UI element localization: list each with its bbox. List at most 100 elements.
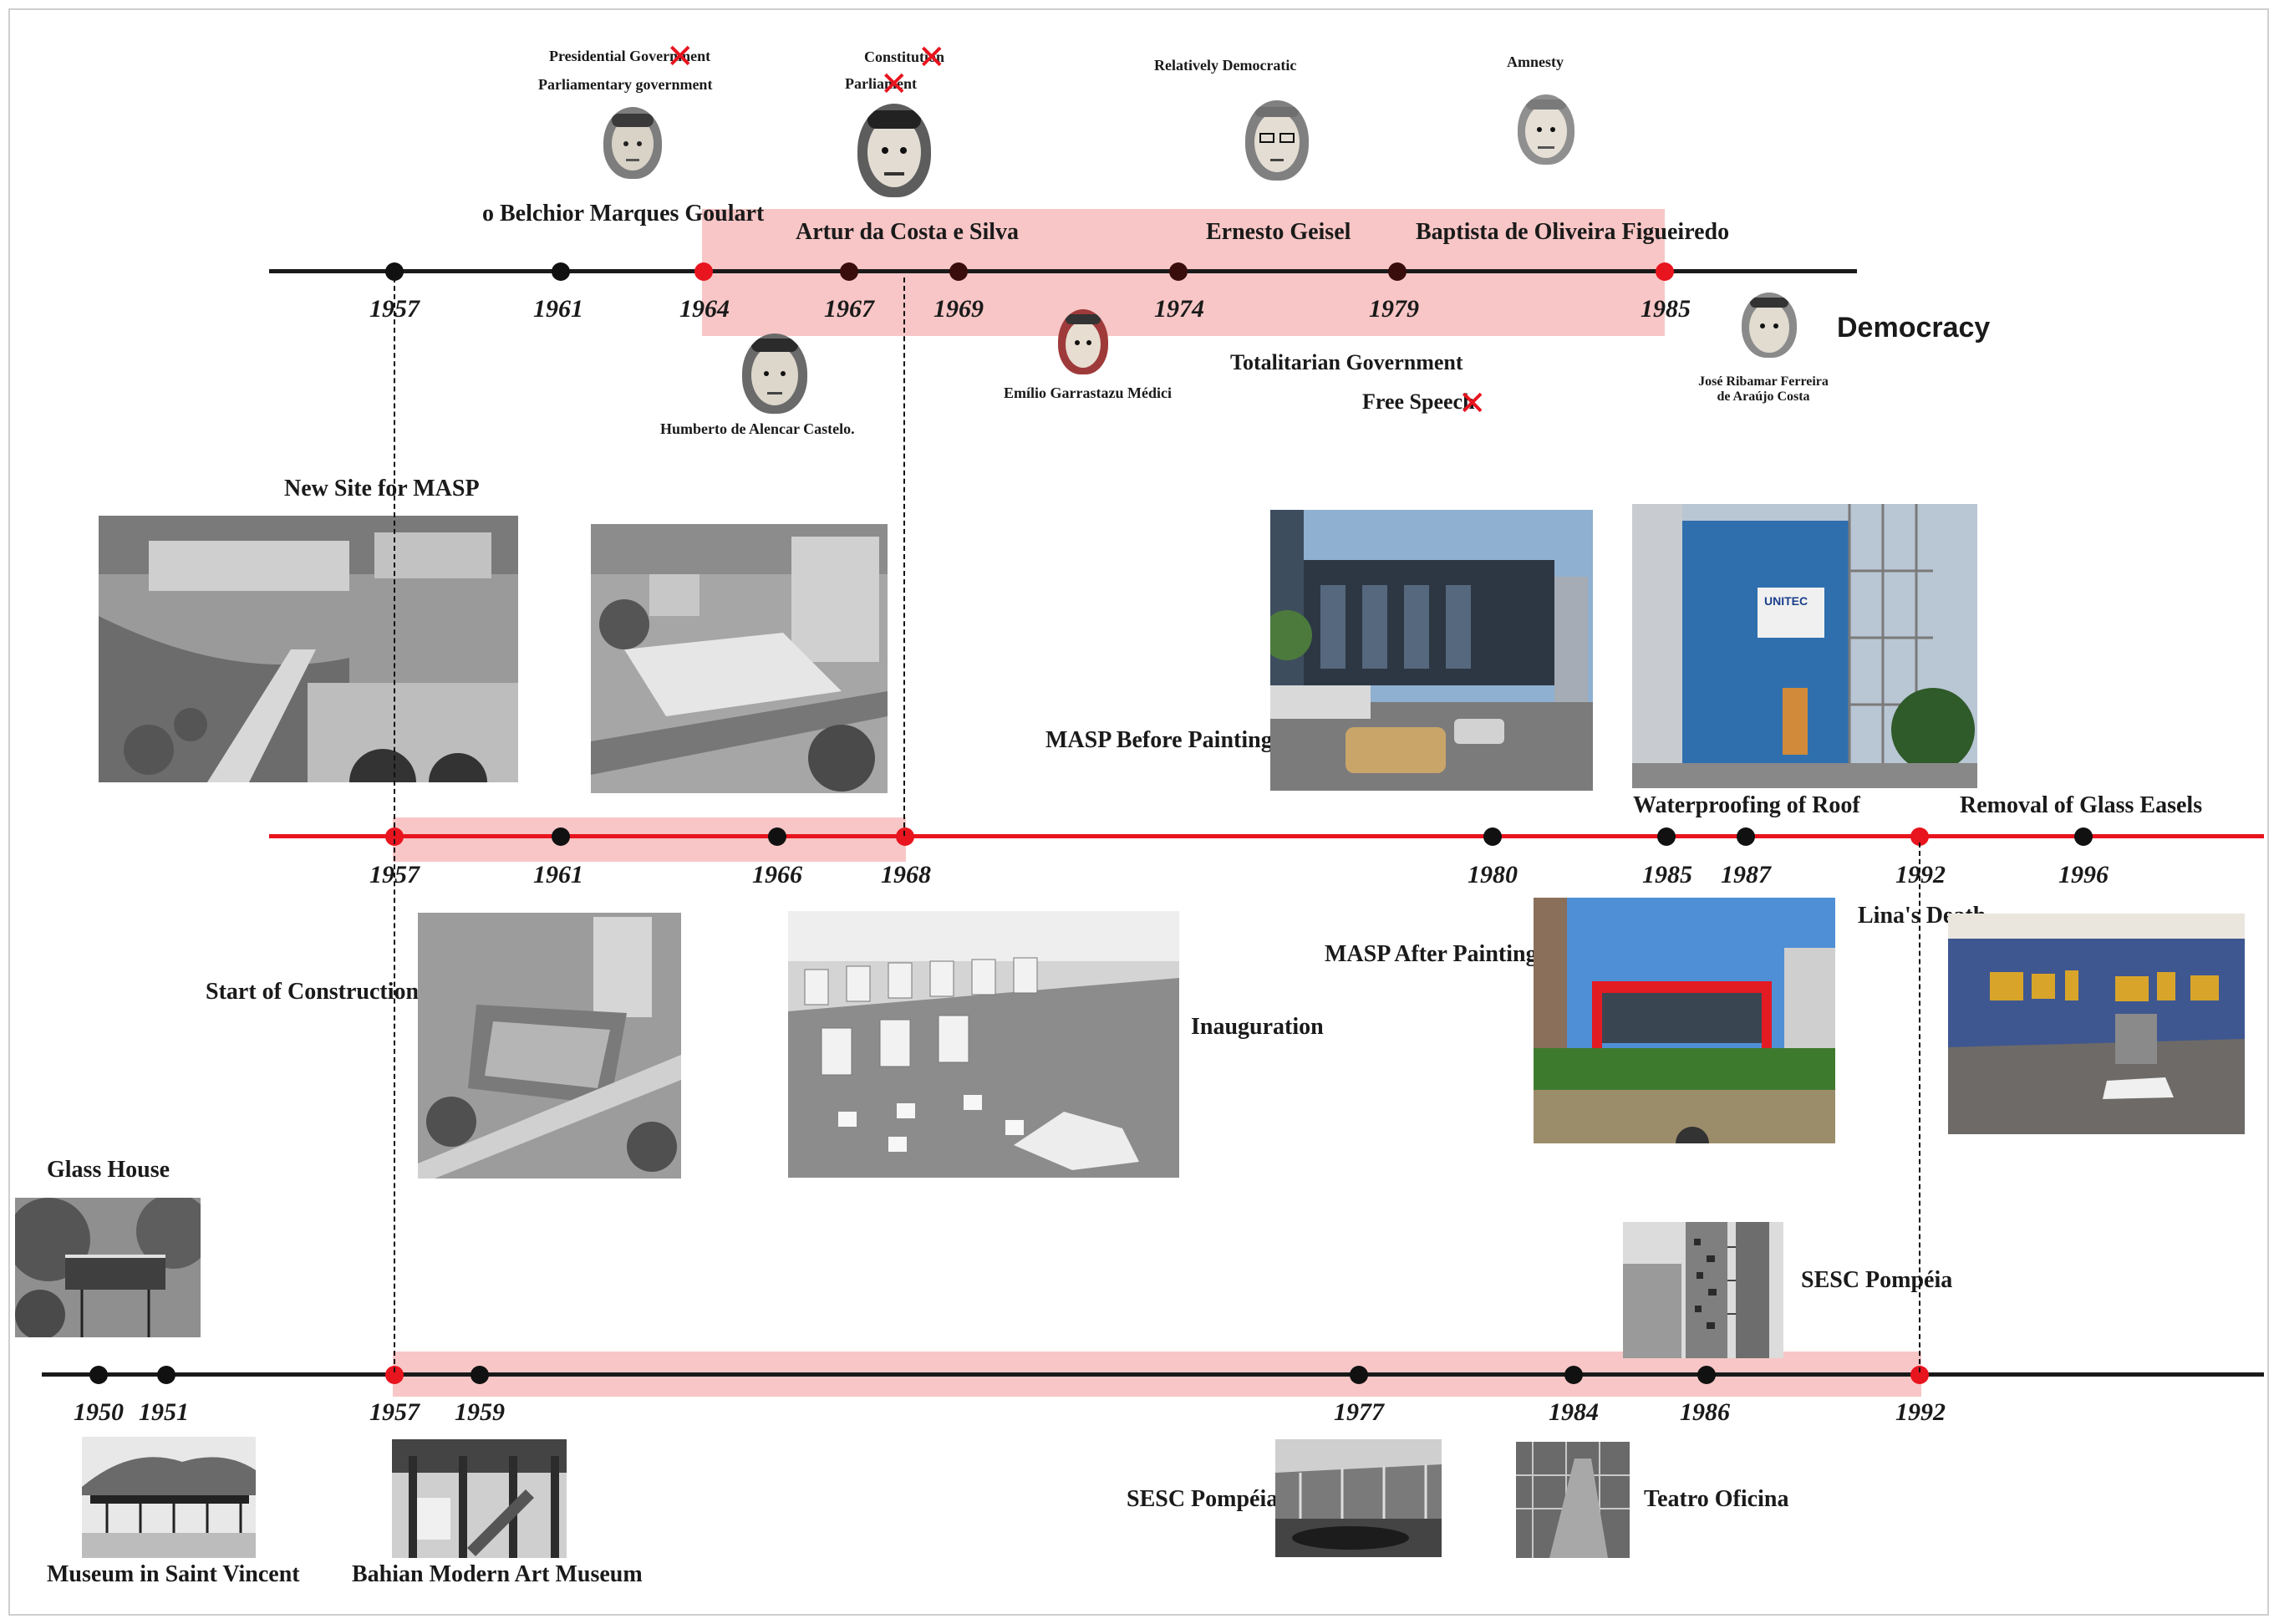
totalitarian-government-note: Totalitarian Government xyxy=(1230,350,1463,374)
geisel-portrait xyxy=(1245,100,1309,181)
political-point-1974 xyxy=(1169,262,1188,281)
works-point-1977 xyxy=(1350,1366,1368,1384)
political-point-1964 xyxy=(694,262,713,281)
works-year-label: 1957 xyxy=(369,1398,420,1426)
castelo-portrait xyxy=(742,333,807,414)
president-sarney-label: José Ribamar Ferreira de Araújo Costa xyxy=(1698,374,1829,404)
inauguration-gallery-photo xyxy=(788,911,1179,1178)
waterproofing-scaffold-photo: UNITEC xyxy=(1632,504,1977,788)
bahian-museum-photo xyxy=(392,1439,567,1558)
diagram-frame xyxy=(8,8,2269,1616)
masp-before-painting-label: MASP Before Painting xyxy=(1045,727,1273,753)
president-geisel-label: Ernesto Geisel xyxy=(1206,219,1351,245)
political-year-label: 1964 xyxy=(679,295,730,323)
sesc-towers-photo xyxy=(1623,1222,1783,1358)
political-year-label: 1979 xyxy=(1369,295,1419,323)
relatively-democratic-note: Relatively Democratic xyxy=(1154,57,1297,74)
masp-year-label: 1961 xyxy=(533,861,583,888)
masp-point-1966 xyxy=(768,827,786,846)
works-year-label: 1984 xyxy=(1549,1398,1599,1426)
masp-point-1987 xyxy=(1737,827,1755,846)
inauguration-label: Inauguration xyxy=(1191,1014,1324,1040)
president-castelo-label: Humberto de Alencar Castelo. xyxy=(660,420,855,437)
political-point-1961 xyxy=(552,262,570,281)
unitec-sign-text: UNITEC xyxy=(1764,594,1808,608)
masp-point-1961 xyxy=(552,827,570,846)
presidential-government-note: Presidential Government xyxy=(549,48,711,64)
gallery-glass-easels-photo xyxy=(1948,914,2245,1134)
new-site-label: New Site for MASP xyxy=(284,476,480,501)
teatro-oficina-label: Teatro Oficina xyxy=(1644,1486,1789,1512)
cross-mark-icon: ✕ xyxy=(666,38,694,76)
political-year-label: 1967 xyxy=(824,295,874,323)
sarney-portrait xyxy=(1742,293,1797,358)
works-year-label: 1951 xyxy=(139,1398,189,1426)
masp-year-label: 1966 xyxy=(752,861,802,888)
masp-after-painting-photo xyxy=(1534,898,1835,1143)
saint-vincent-photo xyxy=(82,1437,256,1558)
president-figueiredo-label: Baptista de Oliveira Figueiredo xyxy=(1416,219,1730,245)
masp-point-1980 xyxy=(1483,827,1502,846)
costa-silva-portrait xyxy=(857,104,931,197)
construction-photo xyxy=(418,913,681,1179)
masp-year-label: 1992 xyxy=(1895,861,1946,888)
connector-1992 xyxy=(1919,843,1920,1372)
political-point-1979 xyxy=(1388,262,1407,281)
masp-timeline-axis xyxy=(269,834,2264,838)
amnesty-note: Amnesty xyxy=(1507,53,1564,70)
works-point-1992 xyxy=(1910,1366,1929,1384)
connector-1957 xyxy=(394,277,395,1372)
start-construction-label: Start of Construction xyxy=(206,979,420,1005)
political-year-label: 1961 xyxy=(533,295,583,323)
teatro-oficina-photo xyxy=(1516,1442,1630,1558)
works-point-1984 xyxy=(1564,1366,1583,1384)
masp-after-painting-label: MASP After Painting xyxy=(1325,941,1538,967)
medici-portrait xyxy=(1058,309,1108,374)
sesc-pompeia-1986-label: SESC Pompéia xyxy=(1801,1267,1953,1293)
parliamentary-government-note: Parliamentary government xyxy=(538,76,713,93)
political-timeline-axis xyxy=(269,269,1857,273)
saint-vincent-label: Museum in Saint Vincent xyxy=(47,1561,300,1587)
cross-mark-icon: ✕ xyxy=(918,38,946,77)
construction-period-band xyxy=(393,817,906,862)
democracy-label: Democracy xyxy=(1837,312,1991,344)
works-point-1957 xyxy=(385,1366,404,1384)
masp-point-1992 xyxy=(1910,827,1929,846)
glass-house-photo xyxy=(15,1198,201,1337)
masp-year-label: 1987 xyxy=(1721,861,1771,888)
masp-point-1968 xyxy=(896,827,914,846)
works-timeline-axis xyxy=(42,1372,2264,1377)
figueiredo-portrait xyxy=(1518,94,1574,165)
goulart-portrait xyxy=(603,107,662,179)
masp-year-label: 1980 xyxy=(1468,861,1518,888)
masp-year-label: 1985 xyxy=(1642,861,1692,888)
works-year-label: 1959 xyxy=(455,1398,505,1426)
sesc-pompeia-1977-label: SESC Pompéia xyxy=(1127,1486,1279,1512)
masp-year-label: 1996 xyxy=(2058,861,2109,888)
cross-mark-icon: ✕ xyxy=(880,65,908,104)
works-year-label: 1977 xyxy=(1334,1398,1384,1426)
glass-house-label: Glass House xyxy=(47,1157,170,1183)
political-year-label: 1969 xyxy=(933,295,984,323)
president-goulart-label: o Belchior Marques Goulart xyxy=(482,201,765,227)
cross-mark-icon: ✕ xyxy=(1458,384,1487,423)
works-point-1951 xyxy=(157,1366,176,1384)
masp-year-label: 1968 xyxy=(881,861,931,888)
works-year-label: 1992 xyxy=(1895,1398,1946,1426)
sesc-factory-photo xyxy=(1275,1439,1442,1557)
works-point-1959 xyxy=(471,1366,489,1384)
new-site-photo xyxy=(99,516,518,782)
parliament-note: Parliament xyxy=(845,75,917,92)
connector-1968 xyxy=(903,277,905,836)
political-point-1957 xyxy=(385,262,404,281)
masp-point-1985 xyxy=(1657,827,1676,846)
constitution-note: Constitution xyxy=(864,48,945,65)
removal-easels-label: Removal of Glass Easels xyxy=(1960,792,2203,818)
works-point-1950 xyxy=(89,1366,108,1384)
political-year-label: 1974 xyxy=(1154,295,1204,323)
president-costa-silva-label: Artur da Costa e Silva xyxy=(796,219,1020,245)
political-point-1967 xyxy=(840,262,858,281)
political-year-label: 1985 xyxy=(1641,295,1691,323)
political-point-1969 xyxy=(949,262,968,281)
